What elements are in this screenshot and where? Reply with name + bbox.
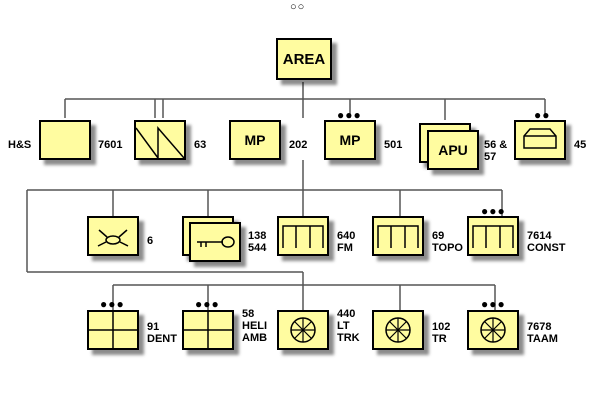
bridge-icon: [282, 225, 324, 248]
unit-69-right-label: 69 TOPO: [432, 230, 463, 254]
unit-69-box: [372, 216, 424, 256]
unit-7678-right-label: 7678 TAAM: [527, 321, 558, 345]
unit-138-right-label: 138 544: [248, 230, 267, 254]
zigzag-icon: [136, 125, 184, 158]
apu-inner: APU: [438, 142, 468, 158]
unit-440-box: [277, 310, 329, 350]
unit-45-dots: ●●: [534, 108, 551, 122]
unit-440-right-label: 440 LT TRK: [337, 308, 360, 344]
area-dots: ○○: [290, 1, 306, 13]
lamp-icon: [97, 229, 129, 247]
hs-left-label: H&S: [8, 139, 32, 151]
cross-grid-icon: [89, 312, 137, 348]
unit-6-right-label: 6: [147, 235, 154, 247]
bridge-icon: [377, 225, 419, 248]
mp501-right-label: 501: [384, 139, 403, 151]
unit-7678-dots: ●●●: [481, 297, 506, 311]
wheel-icon: [480, 317, 506, 343]
apu-right-label: 56 & 57: [484, 139, 508, 163]
container-icon: [523, 128, 557, 149]
unit-7614-dots: ●●●: [481, 204, 506, 218]
unit-91-right-label: 91 DENT: [147, 321, 177, 345]
cross-grid-icon: [184, 312, 232, 348]
unit-58-dots: ●●●: [195, 297, 220, 311]
mp202-box: MP: [229, 120, 281, 160]
unit-63-box: [134, 120, 186, 160]
unit-63-right-label: 63: [194, 139, 207, 151]
unit-91-box: [87, 310, 139, 350]
wheel-icon: [385, 317, 411, 343]
bridge-icon: [472, 225, 514, 248]
unit-58-box: [182, 310, 234, 350]
unit-7614-box: [467, 216, 519, 256]
unit-45-box: [514, 120, 566, 160]
unit-58-right-label: 58 HELI AMB: [242, 308, 268, 344]
unit-102-box: [372, 310, 424, 350]
unit-91-dots: ●●●: [100, 297, 125, 311]
unit-640-right-label: 640 FM: [337, 230, 356, 254]
wheel-icon: [290, 317, 316, 343]
mp501-box: MP: [324, 120, 376, 160]
mp202-right-label: 202: [289, 139, 308, 151]
mp501-inner: MP: [339, 132, 361, 148]
unit-138-box: [189, 222, 241, 262]
area-label: AREA: [282, 51, 326, 68]
unit-45-right-label: 45: [574, 139, 587, 151]
hs-box: [39, 120, 91, 160]
unit-102-right-label: 102 TR: [432, 321, 451, 345]
unit-7678-box: [467, 310, 519, 350]
apu-box: APU: [427, 130, 479, 170]
unit-640-box: [277, 216, 329, 256]
hs-right-label: 7601: [98, 139, 123, 151]
mp202-inner: MP: [244, 132, 266, 148]
unit-7614-right-label: 7614 CONST: [527, 230, 566, 254]
area-box: AREA: [276, 38, 332, 80]
key-icon: [197, 236, 235, 248]
mp501-dots: ●●●: [337, 108, 362, 122]
unit-6-box: [87, 216, 139, 256]
